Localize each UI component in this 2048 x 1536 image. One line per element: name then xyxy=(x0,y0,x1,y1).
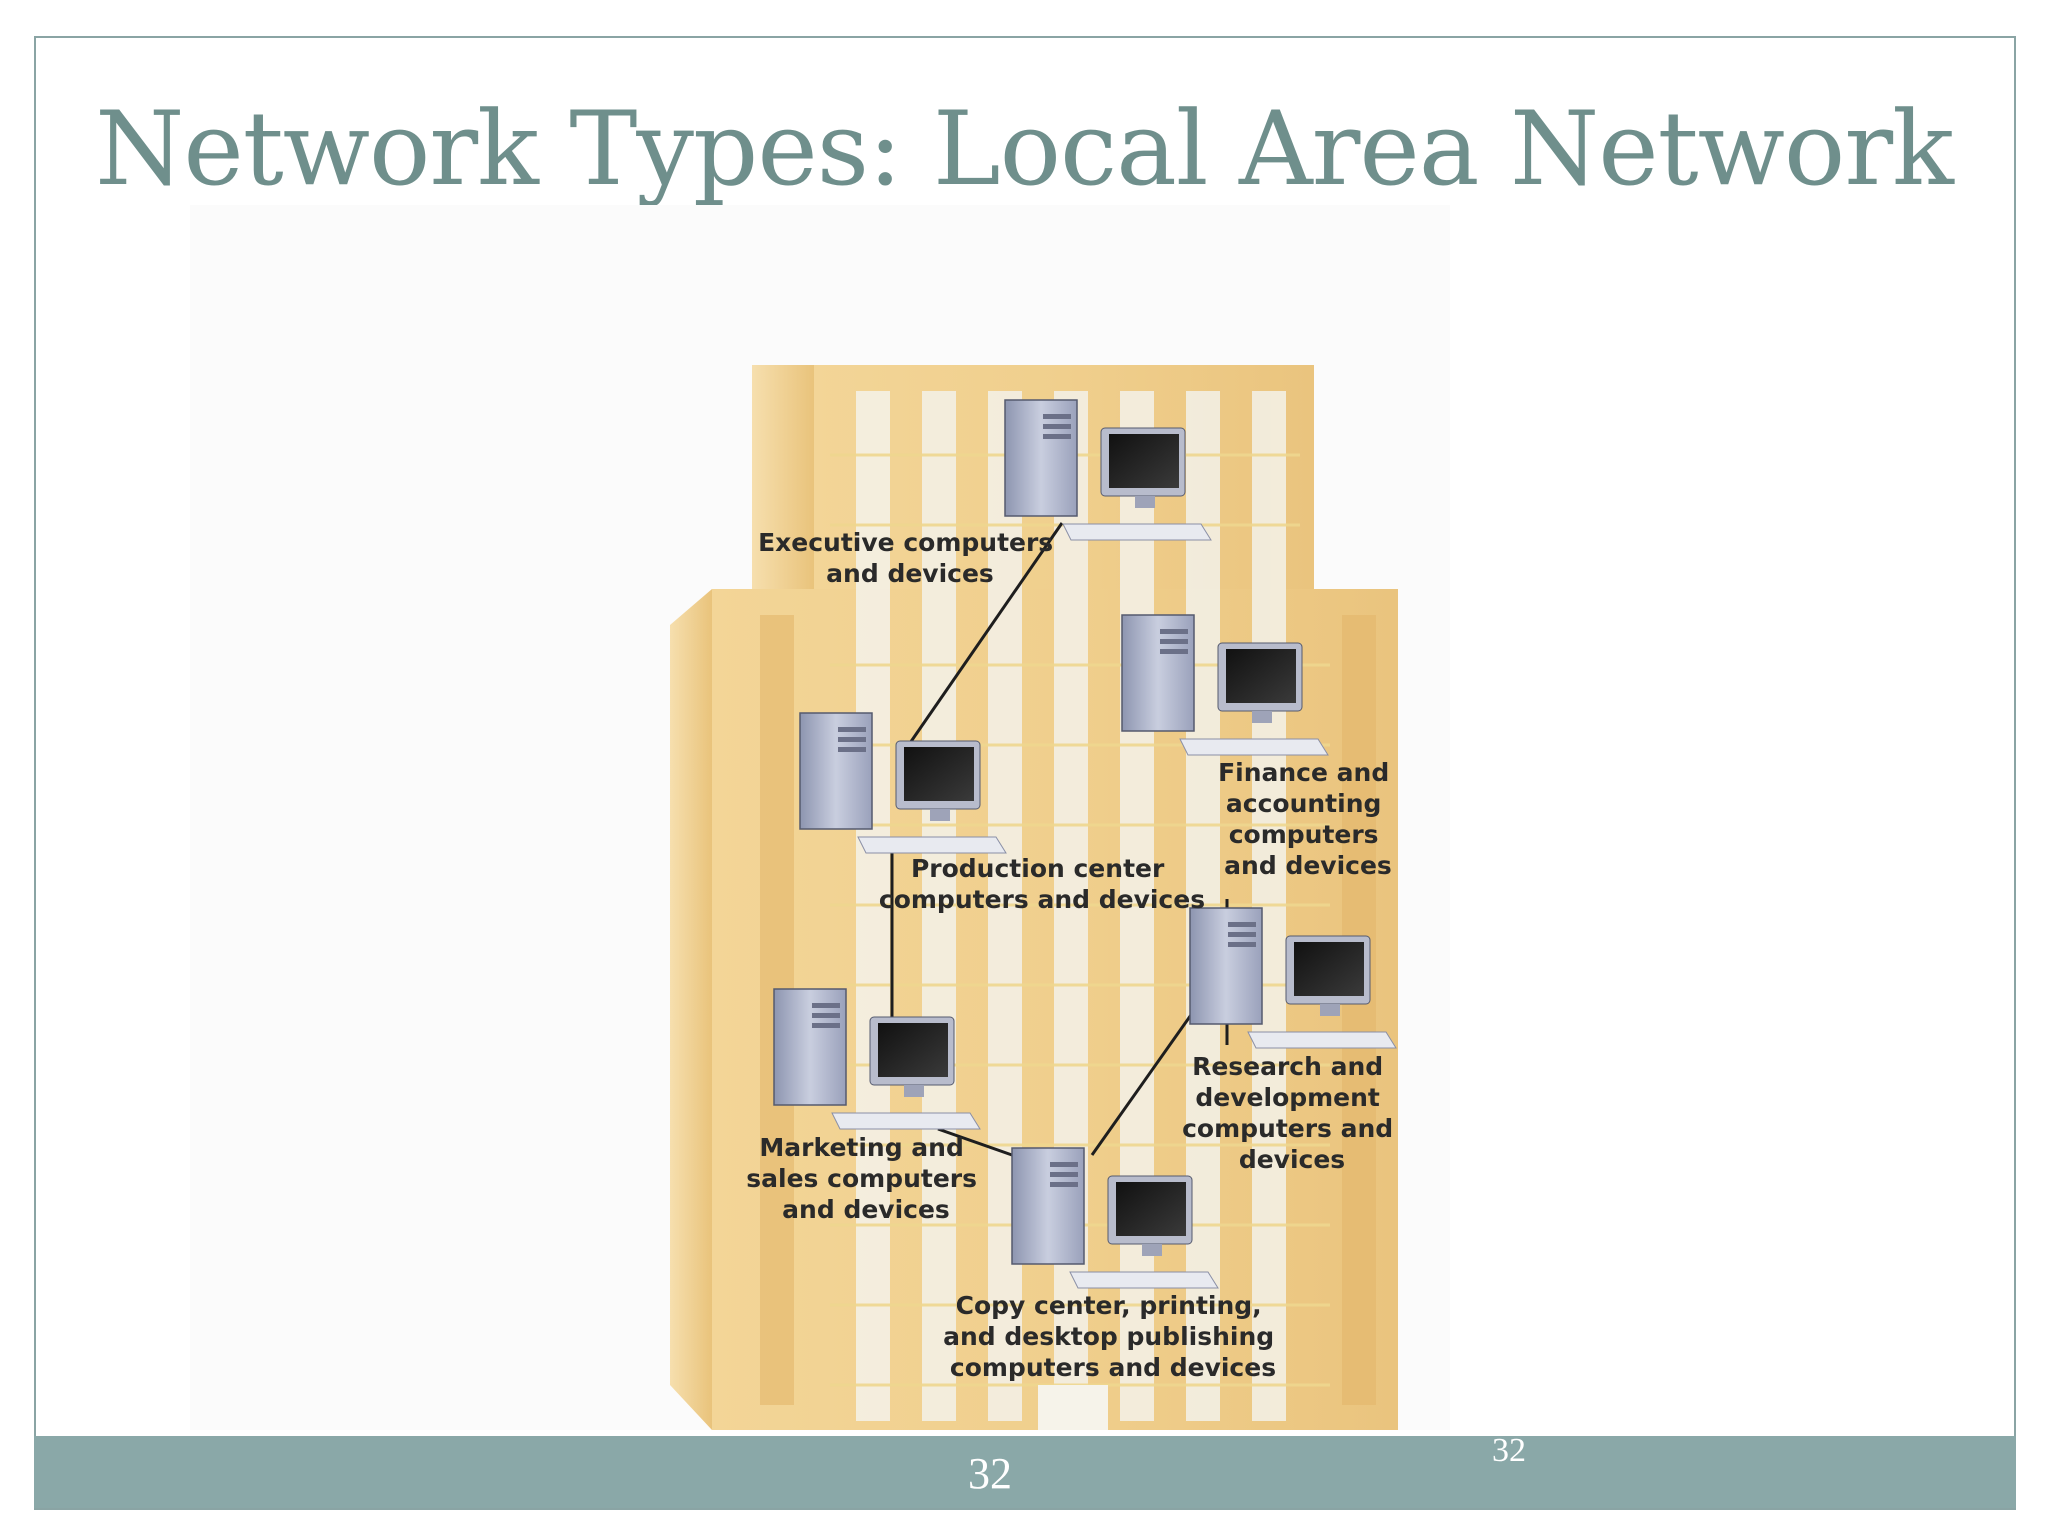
marketing-label: Marketing and sales computers and device… xyxy=(746,1133,985,1224)
finance-workstation xyxy=(1121,614,1329,756)
marketing-workstation xyxy=(773,988,981,1130)
slide-footer-bar xyxy=(34,1436,2016,1508)
executive-workstation xyxy=(1004,399,1212,541)
link-copy-research xyxy=(1090,1004,1200,1156)
page-number: 32 xyxy=(968,1449,1012,1498)
production-workstation xyxy=(799,712,1007,854)
executive-label: Executive computers and devices xyxy=(758,528,1062,588)
lan-diagram: Executive computers and devices Finance … xyxy=(190,205,1450,1430)
lan-diagram-svg: Executive computers and devices Finance … xyxy=(190,205,1450,1430)
finance-label: Finance and accounting computers and dev… xyxy=(1218,758,1398,880)
slide-title: Network Types: Local Area Network xyxy=(95,90,1954,209)
production-label: Production center computers and devices xyxy=(879,854,1205,914)
research-workstation xyxy=(1189,907,1397,1049)
link-executive-production xyxy=(908,522,1064,744)
link-marketing-copy xyxy=(937,1127,1013,1157)
page-number-secondary: 32 xyxy=(1492,1432,1526,1469)
copy-center-label: Copy center, printing, and desktop publi… xyxy=(943,1291,1283,1382)
copy-center-workstation xyxy=(1011,1147,1219,1289)
research-label: Research and development computers and d… xyxy=(1182,1052,1402,1174)
